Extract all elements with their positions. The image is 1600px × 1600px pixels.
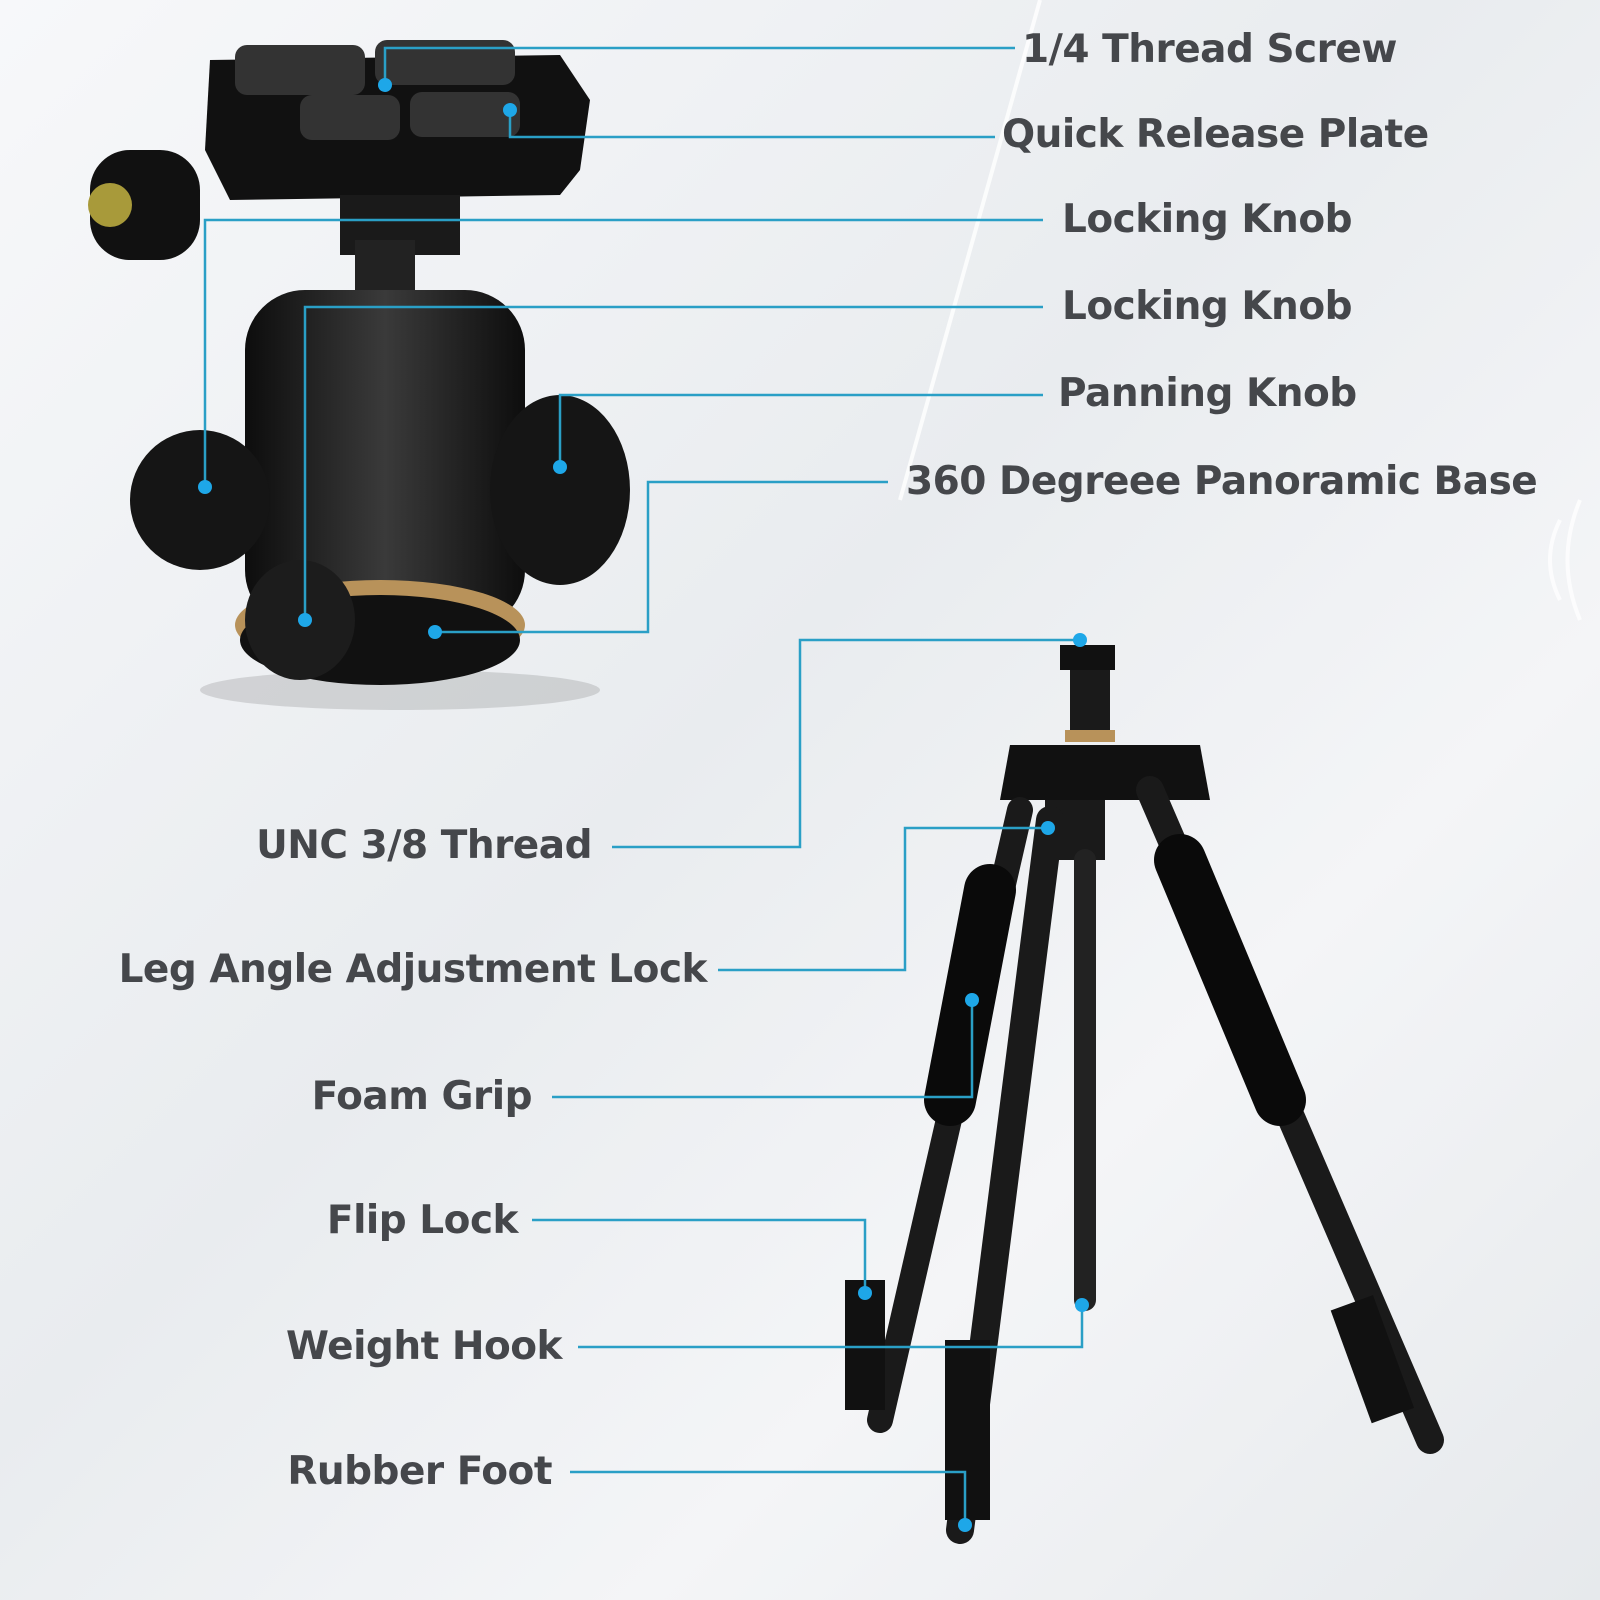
label-rubber-foot: Rubber Foot (287, 1449, 552, 1494)
label-leg-angle-lock: Leg Angle Adjustment Lock (118, 947, 708, 992)
label-weight-hook: Weight Hook (285, 1324, 563, 1369)
label-thread-screw: 1/4 Thread Screw (1022, 27, 1397, 72)
leader-dots (198, 78, 1089, 1532)
label-panoramic-base: 360 Degreee Panoramic Base (906, 459, 1538, 504)
label-unc-thread: UNC 3/8 Thread (256, 823, 592, 868)
label-panning-knob: Panning Knob (1058, 371, 1357, 416)
label-flip-lock: Flip Lock (326, 1198, 519, 1243)
background-swoosh (898, 0, 1582, 621)
label-foam-grip: Foam Grip (311, 1074, 533, 1119)
label-quick-release-plate: Quick Release Plate (1002, 112, 1429, 157)
leader-lines (203, 46, 1084, 1525)
ball-head (88, 40, 630, 710)
label-locking-knob-1: Locking Knob (1062, 197, 1353, 242)
label-locking-knob-2: Locking Knob (1062, 284, 1353, 329)
tripod (845, 645, 1444, 1544)
